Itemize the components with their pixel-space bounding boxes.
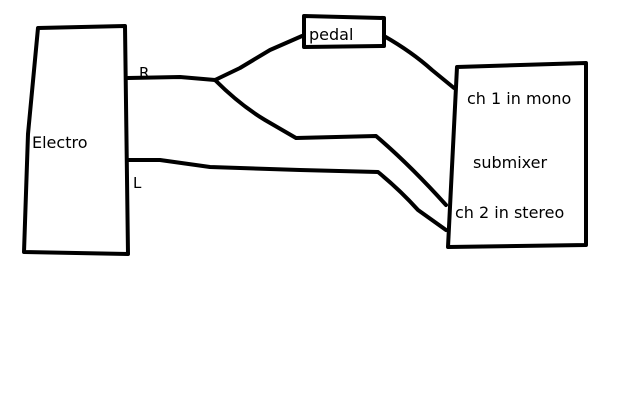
port-l-label: L [133, 174, 142, 192]
submixer-box [446, 61, 588, 249]
r-output-wire [126, 75, 217, 82]
l-output-wire [126, 158, 448, 232]
electro-box [22, 24, 130, 256]
electro-label: Electro [32, 133, 87, 152]
pedal-box [302, 14, 386, 49]
wire-to-pedal [213, 34, 304, 82]
pedal-label: pedal [309, 25, 353, 44]
ch1-label: ch 1 in mono [467, 89, 571, 108]
port-r-label: R [139, 64, 149, 82]
wire-to-ch2-upper [213, 78, 448, 207]
ch2-label: ch 2 in stereo [455, 203, 564, 222]
submixer-label: submixer [473, 153, 547, 172]
pedal-to-ch1-wire [382, 34, 456, 90]
